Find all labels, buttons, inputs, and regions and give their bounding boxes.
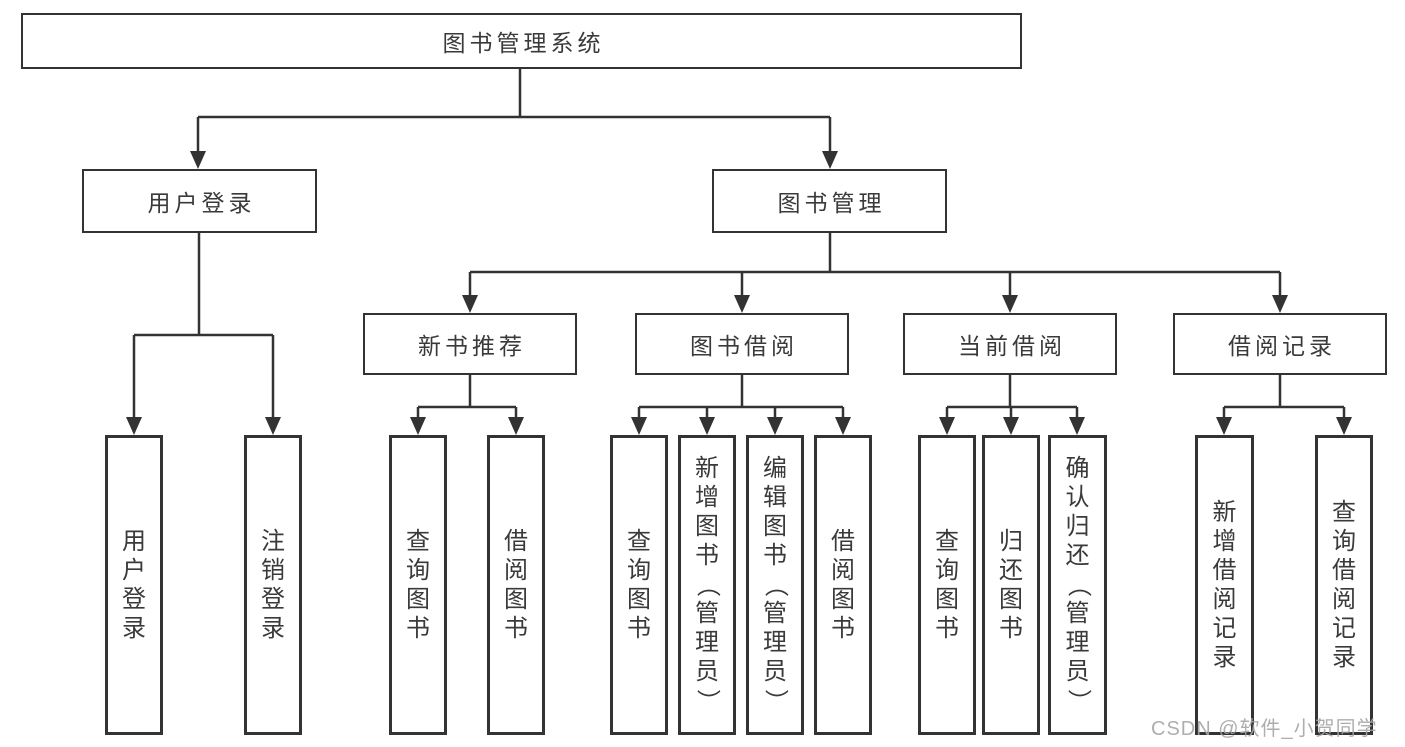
node-library-system: 图书管理系统 <box>21 13 1022 69</box>
node-query-books-recommend: 查询图书 <box>389 435 447 735</box>
node-query-books-current-label: 查询图书 <box>935 527 959 642</box>
node-book-management-label: 图书管理 <box>777 190 886 216</box>
node-add-book-admin-label: 新增图书（管理员） <box>694 455 721 714</box>
node-user-login-group-label: 用户登录 <box>147 190 256 216</box>
node-user-login-label: 用户登录 <box>122 527 146 642</box>
node-query-books-borrowing: 查询图书 <box>610 435 668 735</box>
node-book-borrowing-label: 图书借阅 <box>690 333 798 359</box>
node-current-borrowing-label: 当前借阅 <box>958 333 1066 359</box>
node-confirm-return-admin: 确认归还（管理员） <box>1048 435 1107 735</box>
node-query-borrow-record-label: 查询借阅记录 <box>1332 498 1356 671</box>
node-borrow-books-recommend-label: 借阅图书 <box>504 527 528 642</box>
node-query-books-borrowing-label: 查询图书 <box>627 527 651 642</box>
node-library-system-label: 图书管理系统 <box>442 30 605 56</box>
node-borrow-books-recommend: 借阅图书 <box>487 435 545 735</box>
node-logout: 注销登录 <box>244 435 302 735</box>
node-confirm-return-admin-label: 确认归还（管理员） <box>1064 455 1092 714</box>
node-user-login-group: 用户登录 <box>82 169 317 233</box>
node-borrow-records-label: 借阅记录 <box>1228 333 1336 359</box>
node-new-book-recommend: 新书推荐 <box>363 313 577 375</box>
node-current-borrowing: 当前借阅 <box>903 313 1117 375</box>
node-user-login: 用户登录 <box>105 435 163 735</box>
node-query-books-recommend-label: 查询图书 <box>406 527 430 642</box>
node-borrow-books-borrowing: 借阅图书 <box>814 435 872 735</box>
node-add-book-admin: 新增图书（管理员） <box>678 435 736 735</box>
node-edit-book-admin: 编辑图书（管理员） <box>746 435 804 735</box>
node-edit-book-admin-label: 编辑图书（管理员） <box>762 455 789 714</box>
csdn-watermark: CSDN @软件_小贺同学 <box>1151 718 1378 740</box>
node-borrow-books-borrowing-label: 借阅图书 <box>831 527 855 642</box>
node-add-borrow-record-label: 新增借阅记录 <box>1212 498 1237 671</box>
node-query-books-current: 查询图书 <box>918 435 976 735</box>
node-borrow-records: 借阅记录 <box>1173 313 1387 375</box>
node-book-management: 图书管理 <box>712 169 947 233</box>
node-return-books-label: 归还图书 <box>999 527 1023 642</box>
node-query-borrow-record: 查询借阅记录 <box>1315 435 1373 735</box>
node-add-borrow-record: 新增借阅记录 <box>1195 435 1254 735</box>
node-book-borrowing: 图书借阅 <box>635 313 849 375</box>
node-return-books: 归还图书 <box>982 435 1040 735</box>
node-logout-label: 注销登录 <box>261 527 285 642</box>
node-new-book-recommend-label: 新书推荐 <box>418 333 526 359</box>
